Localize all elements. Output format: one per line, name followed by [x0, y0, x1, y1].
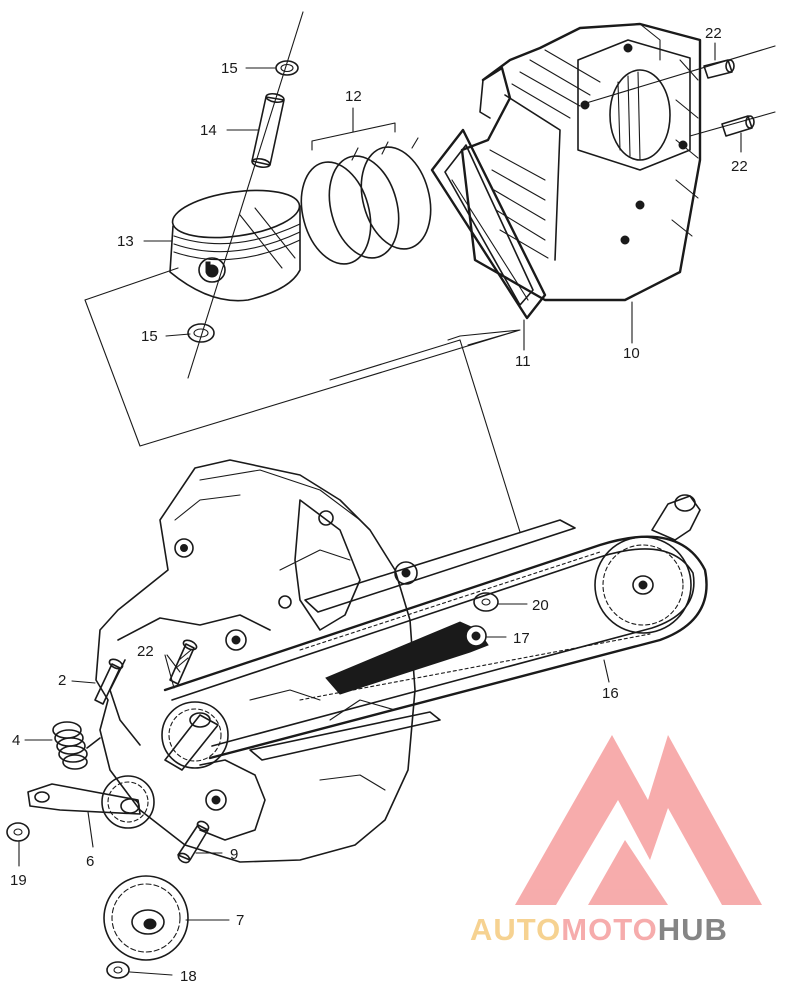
piston-frame-right — [329, 339, 521, 533]
logo-text-hub: HUB — [658, 912, 728, 947]
circlip-bottom — [187, 323, 215, 343]
piston — [169, 189, 301, 302]
cam-sprocket — [594, 536, 692, 634]
dowel-axis-lower — [689, 111, 776, 137]
circlip-top — [275, 60, 299, 76]
callout-16: 16 — [602, 685, 619, 702]
chain-tensioner — [325, 621, 489, 695]
crankcase — [95, 459, 418, 863]
callout-2: 2 — [58, 672, 66, 689]
callout-6: 6 — [86, 853, 94, 870]
callout-15-upper: 15 — [221, 60, 238, 77]
piston-frame — [84, 267, 521, 447]
bolt-22-lower — [169, 639, 198, 685]
crank-sprocket — [161, 701, 229, 771]
callout-4: 4 — [12, 732, 20, 749]
drive-sprocket — [103, 875, 189, 961]
callout-22-right: 22 — [731, 158, 748, 175]
washer-18 — [106, 961, 130, 979]
callout-22-upper: 22 — [705, 25, 722, 42]
callout-20: 20 — [532, 597, 549, 614]
dowel-pin-lower — [721, 115, 755, 137]
cylinder-barrel — [460, 22, 702, 302]
callout-22-lower: 22 — [137, 643, 154, 660]
callout-10: 10 — [623, 345, 640, 362]
tensioner-sprocket — [101, 775, 155, 829]
callout-14: 14 — [200, 122, 217, 139]
callout-18: 18 — [180, 968, 197, 985]
tensioner-arm — [27, 783, 141, 815]
pin-9 — [177, 820, 210, 864]
callout-19: 19 — [10, 872, 27, 889]
tensioner-spring — [52, 721, 101, 770]
logo-triangle-mark — [515, 735, 762, 905]
callout-13: 13 — [117, 233, 134, 250]
callout-15-lower: 15 — [141, 328, 158, 345]
callout-7: 7 — [236, 912, 244, 929]
callout-12: 12 — [345, 88, 362, 105]
bolt-2 — [94, 658, 124, 705]
piston-axis-line — [187, 11, 304, 379]
dowel-axis-upper — [582, 45, 776, 105]
logo-text-auto: AUTO — [470, 912, 561, 947]
washer-20 — [473, 592, 499, 612]
automotohub-logo: AUTOMOTOHUB — [470, 735, 762, 947]
chain-guide-lower — [249, 711, 441, 761]
piston-pin — [251, 92, 285, 169]
logo-text-moto: MOTO — [561, 912, 657, 947]
piston-rings — [300, 137, 432, 265]
callout-9: 9 — [230, 846, 238, 863]
cylinder-gasket — [430, 128, 547, 320]
svg-text:AUTOMOTOHUB: AUTOMOTOHUB — [470, 912, 728, 947]
callout-17: 17 — [513, 630, 530, 647]
camshaft-end — [651, 494, 701, 541]
callout-11: 11 — [515, 353, 531, 370]
chain-guide-upper — [304, 519, 576, 613]
leader-lines — [18, 42, 742, 976]
washer-19 — [6, 822, 30, 842]
